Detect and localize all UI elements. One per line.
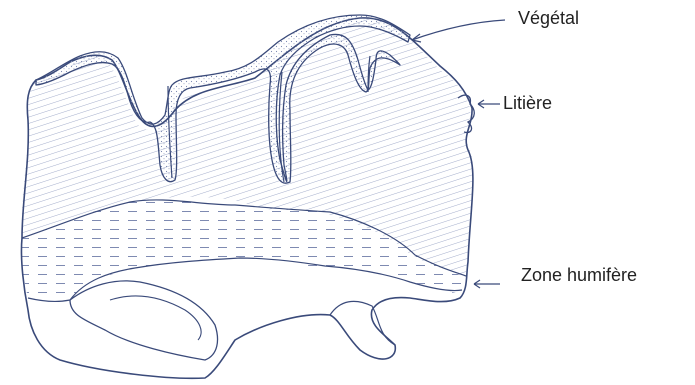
- label-vegetal: Végétal: [518, 9, 579, 27]
- pointer-zone-humifere: [474, 280, 500, 288]
- pointer-litiere: [478, 100, 500, 108]
- stone-shape-left: [70, 281, 218, 360]
- label-litiere: Litière: [503, 94, 552, 112]
- label-zone-humifere: Zone humifère: [521, 266, 637, 284]
- pointer-vegetal: [412, 20, 505, 42]
